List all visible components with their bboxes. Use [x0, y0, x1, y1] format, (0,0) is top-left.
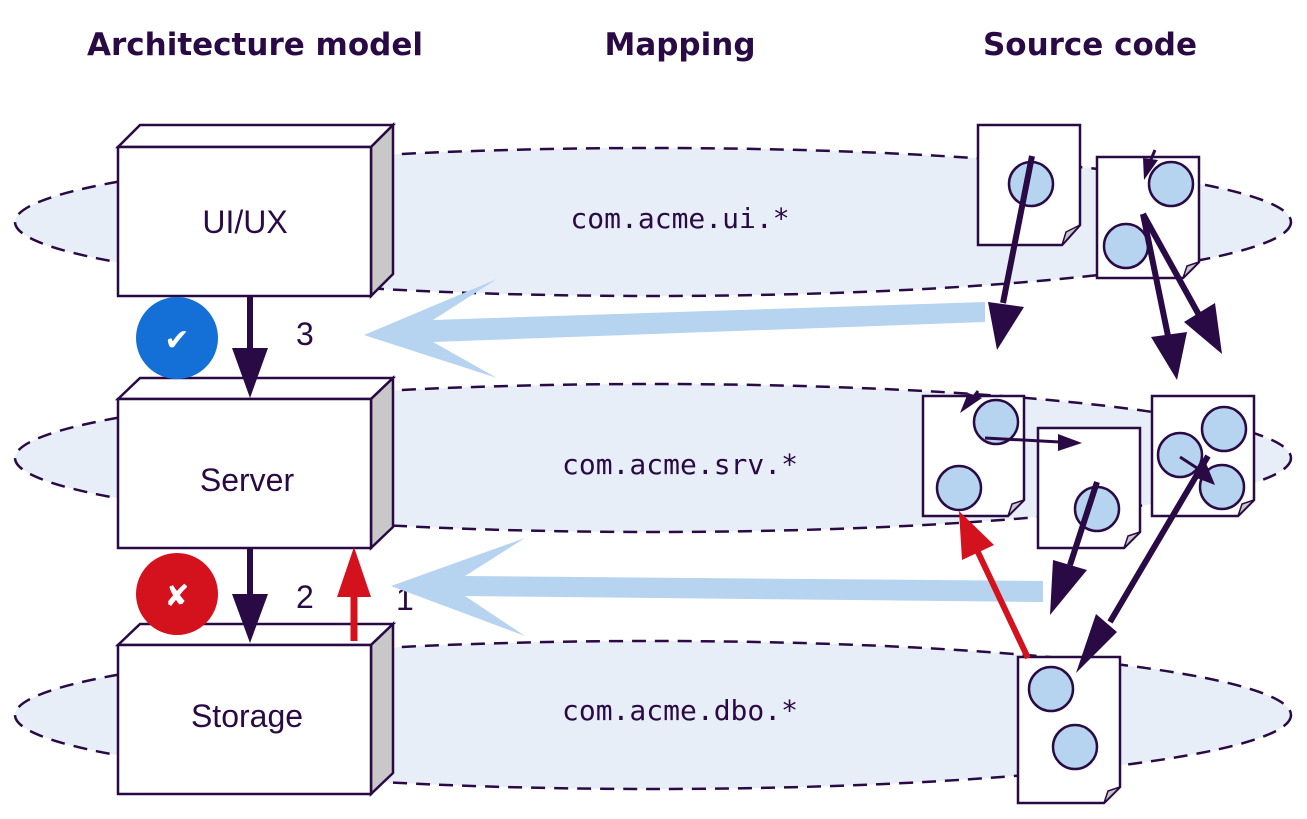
mapping-storage: com.acme.dbo.* — [562, 694, 798, 727]
code-dependency-arrow-small — [1143, 149, 1158, 180]
code-dependency-arrow-small — [984, 434, 1082, 451]
component-label-storage: Storage — [191, 698, 303, 734]
allowed-badge: ✔ — [136, 297, 218, 379]
code-dependency-arrow — [1140, 212, 1222, 354]
code-dependency-arrow — [1050, 481, 1100, 615]
source-file[interactable] — [1016, 655, 1122, 805]
dependency-number-3: 3 — [296, 316, 314, 352]
component-box-server[interactable]: Server — [114, 375, 397, 551]
heading-source-code: Source code — [983, 27, 1197, 63]
code-dependency-arrow — [1140, 213, 1187, 380]
code-dependency-arrow-small — [1179, 455, 1215, 485]
mapping-ui: com.acme.ui.* — [570, 202, 789, 235]
code-dependency-arrow-small — [960, 390, 982, 413]
mapping-arrow-upper — [364, 279, 985, 378]
violation-arrow-1 — [337, 547, 371, 641]
component-box-ui[interactable]: UI/UX — [114, 121, 397, 300]
source-file[interactable] — [1150, 394, 1256, 518]
code-dependency-arrow — [1076, 454, 1211, 673]
component-label-ui: UI/UX — [202, 204, 287, 240]
source-file[interactable] — [921, 394, 1026, 518]
code-violation-arrow — [959, 511, 1031, 660]
mapping-server: com.acme.srv.* — [562, 448, 798, 481]
code-dependency-arrow — [988, 155, 1035, 350]
dependency-arrow-2 — [232, 548, 268, 643]
component-box-storage[interactable]: Storage — [114, 621, 397, 797]
dependency-number-2: 2 — [296, 579, 314, 615]
mapping-arrow-lower — [391, 538, 1043, 636]
violation-badge: ✘ — [136, 553, 218, 635]
component-label-server: Server — [200, 462, 295, 498]
check-icon: ✔ — [164, 323, 189, 358]
dependency-arrow-3 — [232, 296, 268, 398]
cross-icon: ✘ — [164, 579, 189, 614]
source-file[interactable] — [1036, 426, 1142, 550]
heading-architecture-model: Architecture model — [87, 27, 423, 63]
heading-mapping: Mapping — [604, 27, 755, 63]
